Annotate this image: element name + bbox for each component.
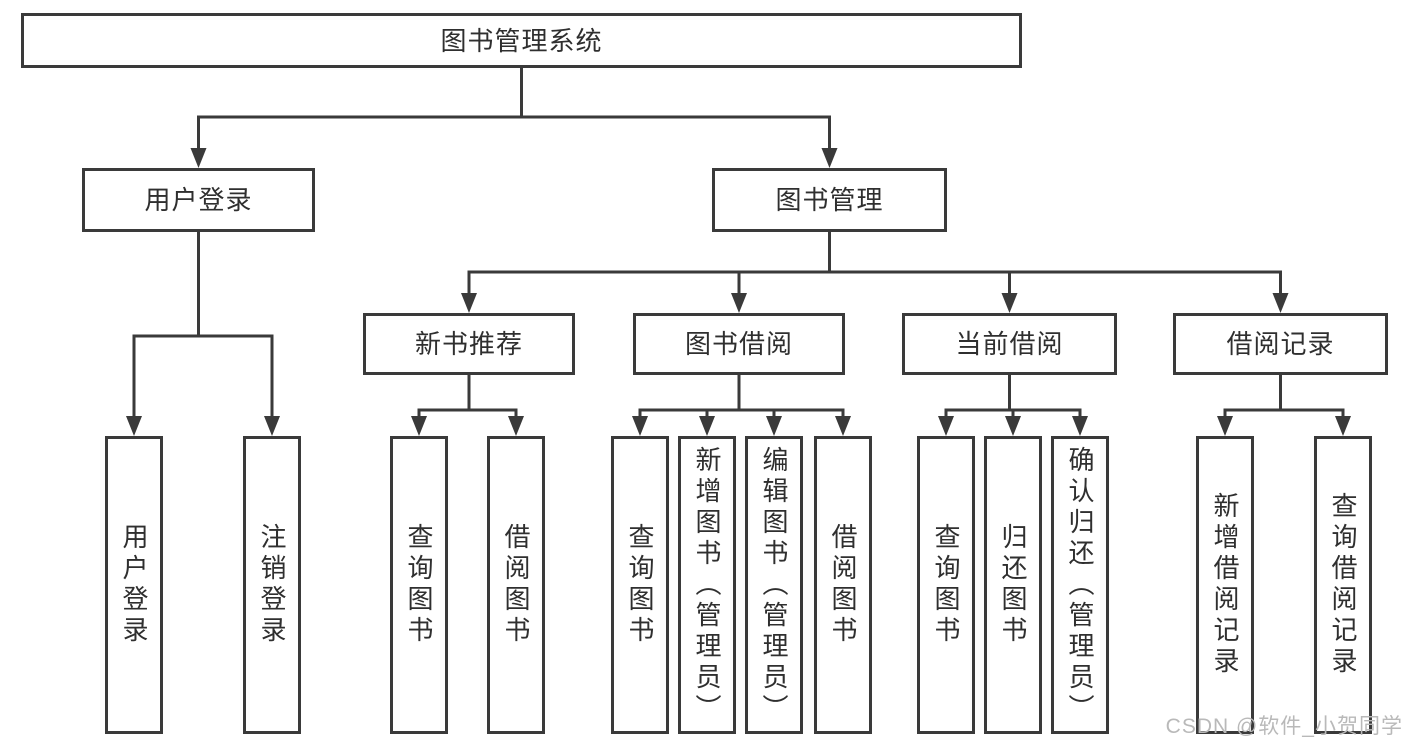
leaf-user-login: 用户登录 (105, 436, 163, 734)
leaf-edit-book-admin: 编辑图书（管理员） (745, 436, 803, 734)
leaf-add-book-admin: 新增图书（管理员） (678, 436, 736, 734)
leaf-query-borrow-record: 查询借阅记录 (1314, 436, 1372, 734)
node-library-management-system: 图书管理系统 (21, 13, 1022, 68)
leaf-logout: 注销登录 (243, 436, 301, 734)
arrowheads (126, 148, 1351, 436)
leaf-return-books: 归还图书 (984, 436, 1042, 734)
leaf-query-books-borrowing: 查询图书 (611, 436, 669, 734)
node-borrowing-records: 借阅记录 (1173, 313, 1388, 375)
node-new-book-recommendation: 新书推荐 (363, 313, 575, 375)
leaf-confirm-return-admin: 确认归还（管理员） (1051, 436, 1109, 734)
csdn-watermark: CSDN @软件_小贺同学 (1165, 715, 1403, 738)
leaf-borrow-books-recommend: 借阅图书 (487, 436, 545, 734)
node-user-login: 用户登录 (82, 168, 315, 232)
leaf-query-books-recommend: 查询图书 (390, 436, 448, 734)
node-current-borrowing: 当前借阅 (902, 313, 1117, 375)
node-book-borrowing: 图书借阅 (633, 313, 845, 375)
node-book-management: 图书管理 (712, 168, 947, 232)
leaf-borrow-books-borrowing: 借阅图书 (814, 436, 872, 734)
leaf-query-books-current: 查询图书 (917, 436, 975, 734)
leaf-add-borrow-record: 新增借阅记录 (1196, 436, 1254, 734)
